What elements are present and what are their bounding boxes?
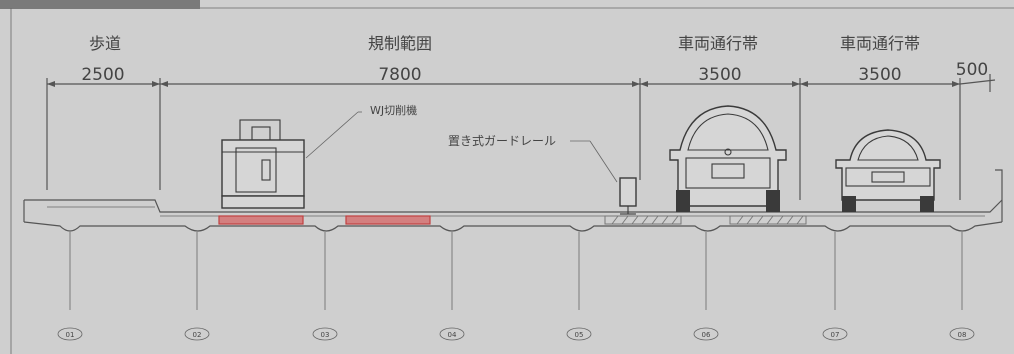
sedan-vehicle (835, 129, 941, 212)
dimension-lane-2-value: 3500 (858, 65, 901, 85)
pier-label-04: 04 (439, 327, 465, 341)
pier-number: 08 (958, 331, 967, 339)
pier-number: 06 (702, 331, 711, 339)
pier-number: 03 (321, 331, 330, 339)
wj-cutter-callout (305, 111, 362, 159)
guardrail-label: 置き式ガードレール (448, 134, 556, 148)
pier-lines (69, 232, 963, 310)
dimension-line (46, 74, 996, 200)
pier-label-06: 06 (693, 327, 719, 341)
pier-label-05: 05 (566, 327, 592, 341)
dimension-regulation-value: 7800 (378, 65, 421, 85)
dimension-sidewalk-value: 2500 (81, 65, 124, 85)
dimension-lane-1-value: 3500 (698, 65, 741, 85)
guardrail (619, 177, 637, 215)
guardrail-callout (570, 140, 618, 183)
pier-label-07: 07 (822, 327, 848, 341)
zone-label-regulation-range: 規制範囲 (368, 34, 432, 53)
lane-hatch-marks (604, 215, 807, 225)
wj-cutting-machine (221, 119, 305, 209)
wj-cutter-label: WJ切削機 (370, 103, 417, 117)
pier-number: 05 (575, 331, 584, 339)
pier-label-08: 08 (949, 327, 975, 341)
dimension-shoulder-value: 500 (956, 60, 988, 80)
zone-label-sidewalk: 歩道 (89, 34, 121, 53)
pier-number: 07 (831, 331, 840, 339)
zone-label-lane-1: 車両通行帯 (678, 34, 758, 53)
pier-label-02: 02 (184, 327, 210, 341)
pier-number: 02 (193, 331, 202, 339)
pier-label-03: 03 (312, 327, 338, 341)
zone-label-lane-2: 車両通行帯 (840, 34, 920, 53)
pier-number: 01 (66, 331, 75, 339)
pier-label-01: 01 (57, 327, 83, 341)
pier-number: 04 (448, 331, 457, 339)
header-tab (0, 0, 200, 9)
cut-area-highlight-1 (218, 215, 304, 225)
cut-area-highlight-2 (345, 215, 431, 225)
van-vehicle (669, 105, 787, 212)
